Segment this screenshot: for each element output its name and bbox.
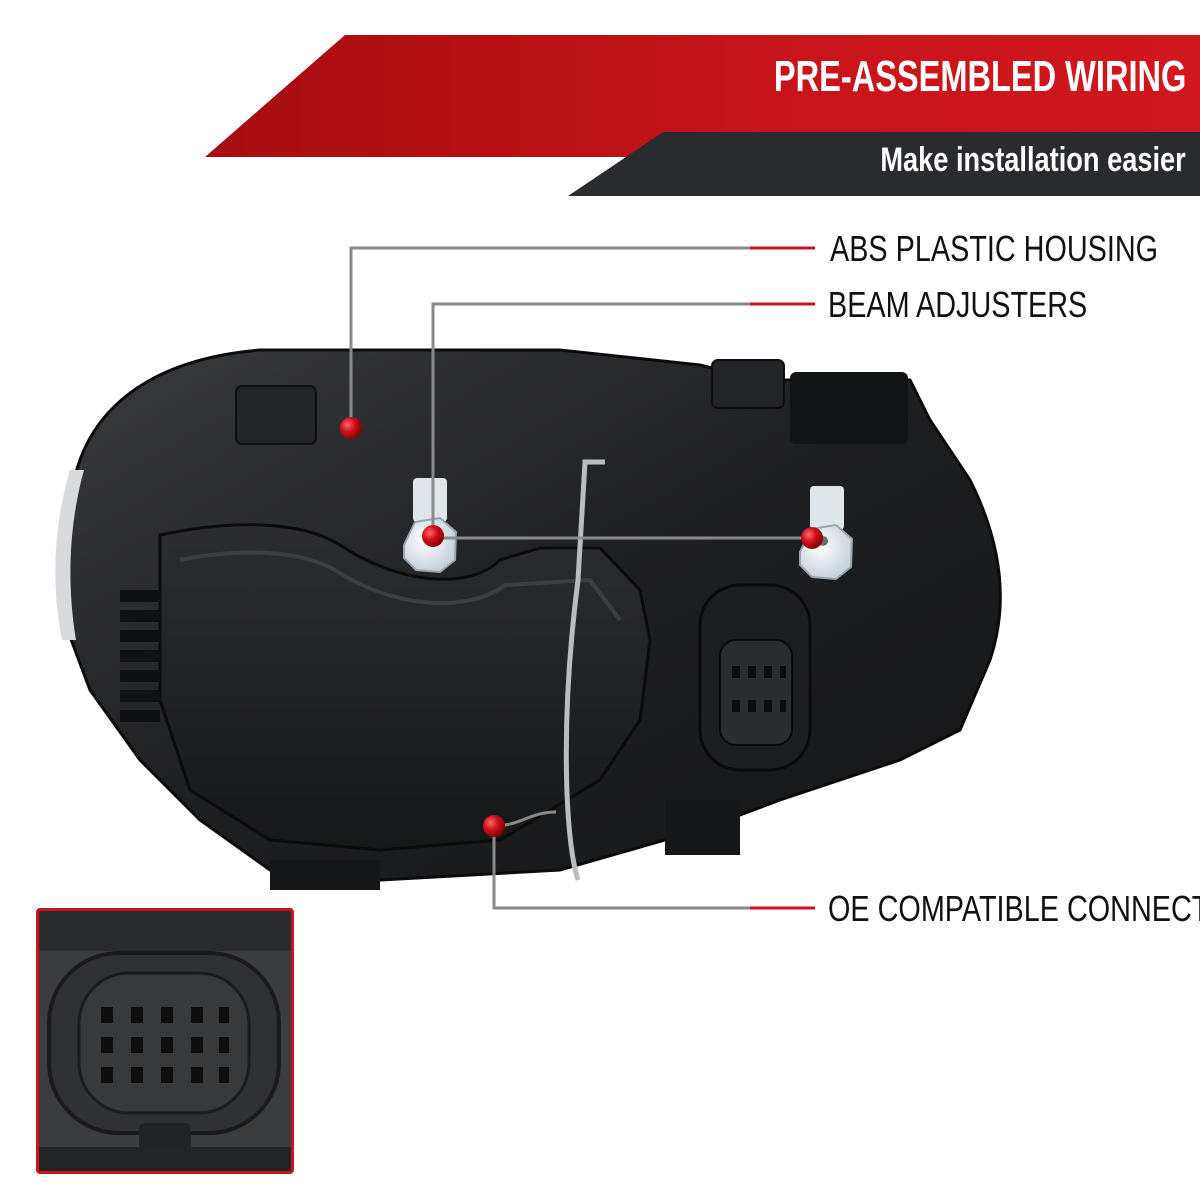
leader-line-connector — [492, 826, 815, 910]
marker-dot-connector — [483, 815, 505, 837]
marker-dot-adjuster-right — [801, 527, 823, 549]
callout-beam-adjusters: BEAM ADJUSTERS — [828, 284, 1088, 325]
marker-dot-housing — [340, 417, 362, 439]
connector-closeup-image — [39, 911, 291, 1171]
banner-title: PRE-ASSEMBLED WIRING — [773, 52, 1186, 101]
marker-dot-adjuster-left — [422, 525, 444, 547]
banner-subtitle: Make installation easier — [880, 141, 1186, 179]
subtitle-banner — [568, 132, 1200, 196]
callout-abs-plastic-housing: ABS PLASTIC HOUSING — [830, 228, 1159, 269]
leader-line-housing — [349, 246, 815, 420]
callout-oe-compatible-connector: OE COMPATIBLE CONNECTOR — [828, 888, 1200, 929]
connector-closeup-inset — [36, 908, 294, 1174]
rear-cover — [158, 523, 652, 852]
leader-line-adjusters — [431, 302, 815, 535]
